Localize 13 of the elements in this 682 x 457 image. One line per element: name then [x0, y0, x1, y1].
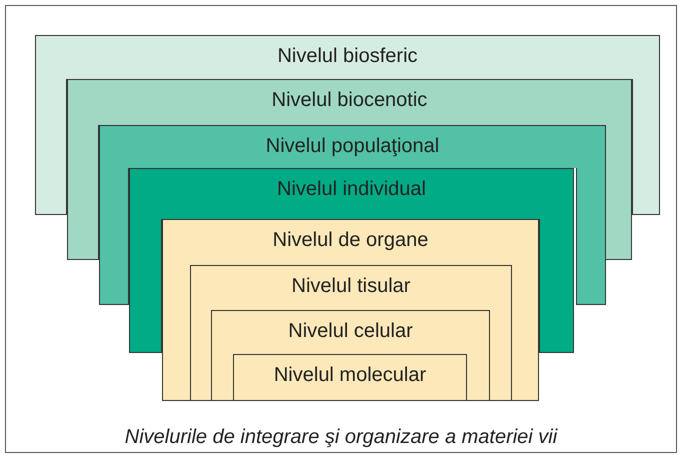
level-label: Nivelul populaţional	[264, 134, 440, 158]
level-box	[190, 265, 512, 401]
level-label: Nivelul tisular	[290, 274, 412, 298]
level-box	[211, 310, 490, 401]
level-label: Nivelul de organe	[272, 228, 430, 252]
level-label: Nivelul individual	[276, 177, 427, 201]
level-box	[233, 354, 467, 401]
level-box	[162, 219, 539, 401]
level-label: Nivelul celular	[287, 319, 414, 343]
level-label: Nivelul biocenotic	[270, 88, 428, 112]
level-label: Nivelul molecular	[272, 363, 428, 387]
caption: Nivelurile de integrare şi organizare a materiei vii	[124, 425, 559, 450]
level-label: Nivelul biosferic	[276, 44, 419, 68]
